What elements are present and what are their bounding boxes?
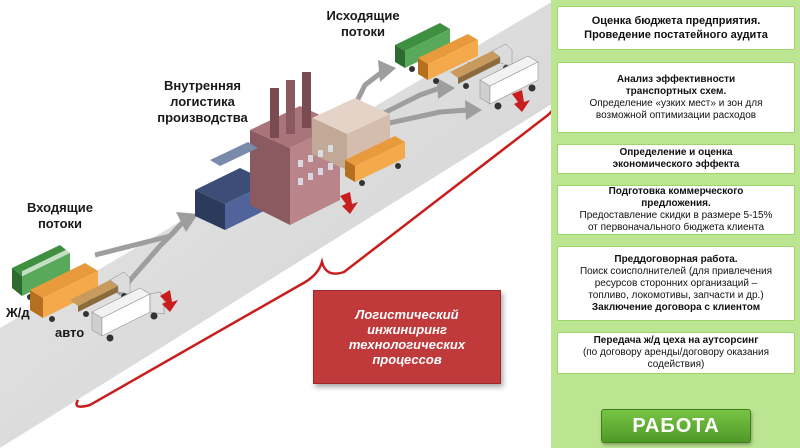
incoming-flatbed-truck: [70, 271, 131, 317]
step-2: Анализ эффективности транспортных схем. …: [557, 62, 795, 133]
outgoing-white-truck: [479, 55, 539, 110]
flow-arrows: [94, 60, 482, 296]
auto-label: авто: [55, 325, 85, 340]
rail-label: Ж/д: [6, 305, 30, 320]
step-4: Подготовка коммерческого предложения. Пр…: [557, 185, 795, 235]
step-1: Оценка бюджета предприятия. Проведение п…: [557, 6, 795, 50]
incoming-white-truck: [91, 287, 165, 342]
diagonal-band: [0, 0, 555, 448]
factory: [195, 72, 390, 230]
step-3: Определение и оценка экономического эффе…: [557, 144, 795, 174]
outgoing-rail-wagon: [395, 23, 450, 72]
red-arrow-incoming: [160, 290, 178, 312]
incoming-rail-wagon: [12, 245, 70, 300]
red-arrow-outgoing: [512, 90, 530, 112]
red-arrow-factory: [340, 192, 358, 214]
work-button[interactable]: РАБОТА: [601, 409, 751, 443]
internal-box-wagon: [345, 136, 405, 186]
step-5: Преддоговорная работа. Поиск соисполните…: [557, 246, 795, 321]
step-6: Передача ж/д цеха на аутсорсинг (по дого…: [557, 332, 795, 374]
